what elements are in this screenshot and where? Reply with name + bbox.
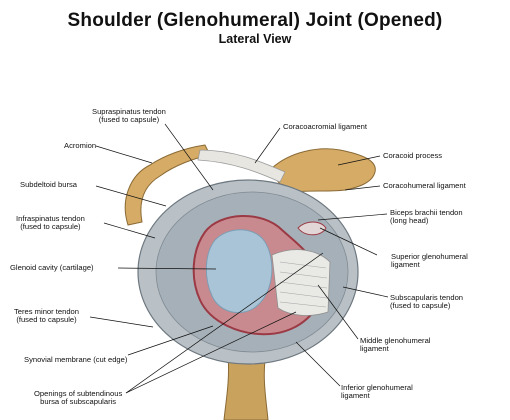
subscapularis-fibers: [271, 249, 331, 316]
label-infraspinatus: Infraspinatus tendon (fused to capsule): [16, 214, 85, 232]
humerus-bone: [223, 351, 269, 420]
label-line: Synovial membrane (cut edge): [24, 355, 128, 364]
leader-lines: [89, 123, 389, 394]
label-line: Infraspinatus tendon: [16, 214, 85, 223]
label-teres-minor: Teres minor tendon (fused to capsule): [14, 307, 80, 325]
label-superior-glenohumeral: Superior glenohumeral ligament: [391, 252, 468, 270]
label-line: (long head): [390, 216, 429, 226]
label-line: Supraspinatus tendon: [92, 107, 166, 116]
coracoacromial-band: [197, 149, 286, 183]
label-coracoacromial: Coracoacromial ligament: [283, 122, 367, 131]
glenoid-cavity-shape: [205, 229, 273, 314]
label-synovial-membrane: Synovial membrane (cut edge): [24, 355, 128, 364]
biceps-tendon: [297, 221, 327, 236]
label-line: ligament: [360, 344, 389, 354]
label-line: (fused to capsule): [16, 315, 77, 325]
label-acromion: Acromion: [64, 141, 97, 150]
diagram-title: Shoulder (Glenohumeral) Joint (Opened): [67, 10, 443, 31]
label-line: Middle glenohumeral: [360, 336, 431, 345]
label-line: ligament: [391, 260, 420, 270]
label-line: Coracoacromial ligament: [283, 122, 367, 131]
label-line: (fused to capsule): [98, 115, 160, 125]
label-line: Acromion: [64, 141, 97, 150]
label-line: (fused to capsule): [20, 222, 81, 232]
label-coracohumeral: Coracohumeral ligament: [383, 181, 466, 190]
label-line: Subscapularis tendon: [390, 293, 464, 302]
label-biceps: Biceps brachii tendon (long head): [390, 208, 463, 226]
label-subdeltoid: Subdeltoid bursa: [20, 180, 77, 189]
label-glenoid-cavity: Glenoid cavity (cartilage): [10, 263, 94, 272]
label-inferior-glenohumeral: Inferior glenohumeral ligament: [341, 383, 413, 401]
label-middle-glenohumeral: Middle glenohumeral ligament: [360, 336, 431, 354]
label-coracoid: Coracoid process: [383, 151, 443, 160]
label-line: Openings of subtendinous: [34, 389, 123, 398]
label-line: ligament: [341, 391, 370, 401]
label-line: Coracohumeral ligament: [383, 181, 466, 190]
label-line: Coracoid process: [383, 151, 443, 160]
label-line: (fused to capsule): [390, 301, 451, 311]
label-line: Biceps brachii tendon: [390, 208, 463, 217]
label-supraspinatus: Supraspinatus tendon (fused to capsule): [92, 107, 166, 125]
label-line: Teres minor tendon: [14, 307, 80, 316]
diagram-subtitle: Lateral View: [218, 32, 292, 46]
label-subtendinous-openings: Openings of subtendinous bursa of subsca…: [34, 389, 123, 407]
label-line: bursa of subscapularis: [40, 397, 117, 407]
label-line: Inferior glenohumeral: [341, 383, 413, 392]
label-subscapularis: Subscapularis tendon (fused to capsule): [390, 293, 464, 311]
label-line: Subdeltoid bursa: [20, 180, 77, 189]
label-line: Glenoid cavity (cartilage): [10, 263, 94, 272]
label-line: Superior glenohumeral: [391, 252, 468, 261]
